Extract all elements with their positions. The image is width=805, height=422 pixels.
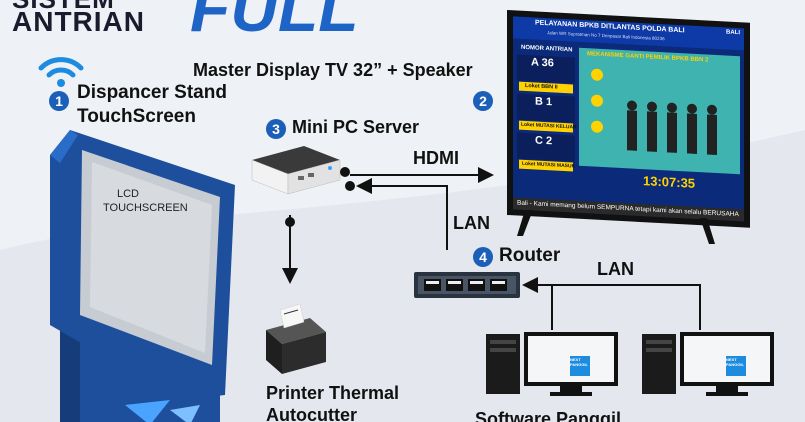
- caller-label: Software Panggil: [475, 409, 622, 422]
- kiosk-label-line1: Dispancer Stand: [77, 82, 227, 103]
- kiosk-screen-line1: LCD: [117, 188, 140, 200]
- tv-screen: PELAYANAN BPKB DITLANTAS POLDA BALI Jala…: [513, 16, 744, 222]
- step-2-badge: 2: [473, 91, 493, 111]
- caller-screen-text-1: NEXT PANGGIL: [570, 357, 588, 367]
- printer-label-line2: Autocutter: [266, 405, 357, 422]
- router-device: [414, 272, 520, 298]
- kiosk-screen-line2: TOUCHSCREEN: [103, 202, 188, 214]
- router-label: Router: [499, 245, 561, 266]
- tv-screen-frame: PELAYANAN BPKB DITLANTAS POLDA BALI Jala…: [507, 10, 750, 228]
- hdmi-label: HDMI: [413, 148, 459, 168]
- caller-computer-1: [486, 332, 618, 396]
- banner-line2: ANTRIAN: [12, 6, 145, 37]
- caller-computer-2: [642, 332, 774, 396]
- kiosk-label-line2: TouchScreen: [77, 106, 196, 127]
- wifi-icon: [38, 57, 84, 87]
- kiosk-stand: [50, 130, 235, 422]
- lan-label-router: LAN: [453, 213, 490, 233]
- step-3-badge: 3: [266, 119, 286, 139]
- tv-label: Master Display TV 32” + Speaker: [193, 60, 473, 80]
- tv-video-area: MEKANISME GANTI PEMILIK BPKB BBN 2: [579, 47, 740, 175]
- caller-screen-text-2: NEXT PANGGIL: [726, 357, 744, 367]
- thermal-printer: [266, 303, 326, 374]
- tv-video-people: [627, 100, 717, 156]
- banner-big-word: FULL: [190, 0, 359, 45]
- step-1-badge: 1: [49, 91, 69, 111]
- banner-top-text: SISTEM: [12, 0, 115, 15]
- tv-stand: [517, 210, 715, 244]
- lan-label-computers: LAN: [597, 259, 634, 279]
- printer-label-line1: Printer Thermal: [266, 383, 400, 403]
- step-4-badge: 4: [473, 247, 493, 267]
- mini-pc-device: [251, 146, 341, 195]
- pc-server-label: Mini PC Server: [292, 117, 420, 137]
